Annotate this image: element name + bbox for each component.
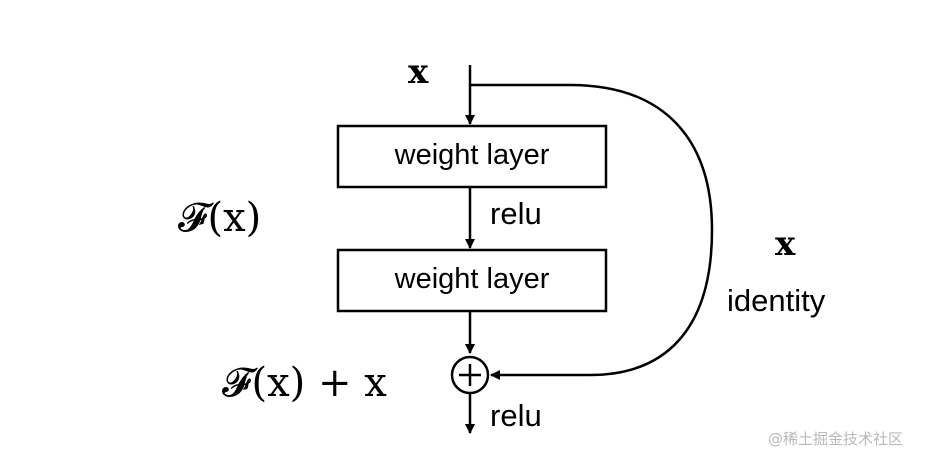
identity-x-label: x	[775, 224, 796, 264]
weight-layer-2-label: weight layer	[394, 263, 550, 295]
identity-shortcut-arrow	[470, 83, 714, 380]
identity-label: identity	[727, 283, 826, 318]
relu-out-label: relu	[490, 398, 542, 433]
sum-label: 𝓕(x) + x	[222, 360, 387, 406]
weight-layer-1-box	[336, 124, 608, 189]
relu-mid-label: relu	[490, 196, 542, 231]
weight-layer-1-label: weight layer	[394, 139, 550, 171]
weight-layer-2-box	[336, 248, 608, 313]
input-x-label: x	[408, 52, 429, 92]
residual-function-label: 𝓕(x)	[178, 195, 262, 241]
watermark: @稀土掘金技术社区	[768, 430, 904, 448]
